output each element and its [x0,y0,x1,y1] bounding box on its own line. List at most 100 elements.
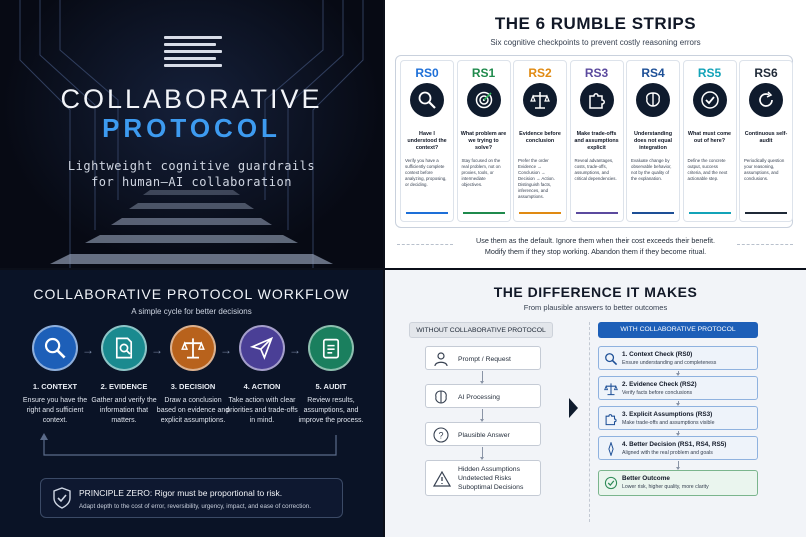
cycle-loop-arrow [40,433,337,456]
shield-check-icon [53,487,71,509]
strip-heading: What must come out of here? [687,131,732,144]
without-step-text: AI Processing [458,394,500,401]
principle-zero-box: PRINCIPLE ZERO: Rigor must be proportion… [40,478,343,518]
workflow-step-circle-3 [170,325,216,371]
strip-code: RS3 [584,66,609,80]
strip-icon-badge [523,83,557,117]
workflow-step-desc: Ensure you have the right and sufficient… [22,397,88,424]
strip-heading: Evidence before conclusion [519,131,561,144]
strip-body: Reveal advantages, costs, trade-offs, as… [574,158,617,181]
refresh-icon [759,91,773,107]
workflow-step-label: 2. EVIDENCE [100,382,148,391]
strip-heading: Continuous self-audit [744,131,788,144]
scales-icon [604,383,618,396]
strip-code: RS2 [528,66,552,80]
transition-arrow-icon [569,398,578,418]
strip-heading: Have I understood the context? [407,131,447,151]
strip-accent-bar [519,212,561,214]
workflow-arrow-icon: → [220,343,232,357]
strip-code: RS0 [415,66,439,80]
with-step-title: 3. Explicit Assumptions (RS3) [622,411,713,418]
svg-text:?: ? [438,431,443,441]
with-step-desc: Make trade-offs and assumptions visible [622,420,715,426]
puzzle-icon [605,414,617,426]
cover-tagline-line2: for human–AI collaboration [91,175,292,189]
flow-arrow [676,371,680,376]
principle-heading: PRINCIPLE ZERO: Rigor must be proportion… [79,488,283,498]
workflow-step-circle-4 [239,325,285,371]
question-icon: ? [433,427,449,443]
difference-panel: THE DIFFERENCE IT MAKES From plausible a… [385,270,806,537]
flow-arrow [480,447,484,460]
brain-icon [646,92,660,107]
strip-body: Periodically question your reasoning, as… [744,158,785,181]
strip-code: RS4 [641,66,665,80]
rumble-title: THE 6 RUMBLE STRIPS [494,14,697,33]
checkmark-icon [700,91,719,109]
workflow-step-desc: Gather and verify the information that m… [91,397,157,424]
undetected-risks-text: Undetected Risks [458,475,512,482]
note-divider-right [737,244,793,245]
with-step-desc: Ensure understanding and completeness [622,360,717,366]
strip-body: Verify you have a sufficiently complete … [405,158,447,187]
magnifier-icon [418,91,436,109]
with-step-4: 4. Better Decision (RS1, RS4, RS5)Aligne… [598,436,758,460]
cover-tagline: Lightweight cognitive guardrails for hum… [0,158,383,190]
flow-arrow [676,401,680,406]
document-search-icon [115,337,133,359]
compass-icon [608,442,614,456]
principle-body: Adapt depth to the cost of error, revers… [79,503,311,510]
strip-accent-bar [688,212,731,214]
strip-code: RS5 [697,66,722,80]
suboptimal-decisions-text: Suboptimal Decisions [458,484,524,491]
flow-arrow [480,409,484,422]
clipboard-icon [322,338,340,359]
workflow-title: COLLABORATIVE PROTOCOL WORKFLOW [33,286,350,302]
without-step-answer: ? Plausible Answer [425,422,541,446]
strip-code: RS6 [754,66,778,80]
strip-heading: Make trade-offs and assumptions explicit [574,131,619,151]
warning-icon [433,471,451,487]
rumble-note: Use them as the default. Ignore them whe… [385,235,806,257]
strip-accent-bar [406,212,448,214]
difference-subtitle: From plausible answers to better outcome… [523,303,668,312]
without-step-outcomes: Hidden Assumptions Undetected Risks Subo… [425,460,541,496]
target-icon [475,91,492,109]
strip-heading: Understanding does not equal integration [633,131,673,151]
rumble-note-line1: Use them as the default. Ignore them whe… [476,236,715,245]
scales-icon [530,92,550,109]
strip-body: Define the concrete output, success crit… [687,158,728,181]
with-step-1: 1. Context Check (RS0) Ensure understandi… [598,346,758,370]
with-step-title: 1. Context Check (RS0) [622,351,693,358]
with-step-2: 2. Evidence Check (RS2)Verify facts befo… [598,376,758,400]
scales-icon [181,338,205,359]
strip-code: RS1 [471,66,496,80]
flow-arrow [676,461,680,470]
strip-icon-badge [636,83,670,117]
without-step-ai: AI Processing [425,384,541,408]
strip-icon-badge [749,83,783,117]
strip-accent-bar [575,212,618,214]
strip-icon-badge [692,83,727,117]
workflow-step-circle-2 [101,325,147,371]
difference-title: THE DIFFERENCE IT MAKES [493,284,698,300]
strip-body: Prefer the order Evidence → Conclusion →… [518,158,555,199]
with-protocol-header: WITH COLLABORATIVE PROTOCOL [598,322,758,338]
brain-icon [435,390,447,404]
paper-plane-icon [250,336,274,360]
strip-accent-bar [462,212,505,214]
with-step-title: Better Outcome [622,475,670,482]
workflow-arrow-icon: → [82,343,94,357]
tunnel-background [19,0,364,268]
puzzle-icon [588,93,605,109]
workflow-step-label: 1. CONTEXT [32,382,78,391]
without-protocol-header: WITHOUT COLLABORATIVE PROTOCOL [409,322,553,338]
strip-accent-bar [632,212,674,214]
hidden-assumptions-text: Hidden Assumptions [458,466,520,473]
rumble-note-line2: Modify them if they stop working. Abando… [484,247,707,256]
